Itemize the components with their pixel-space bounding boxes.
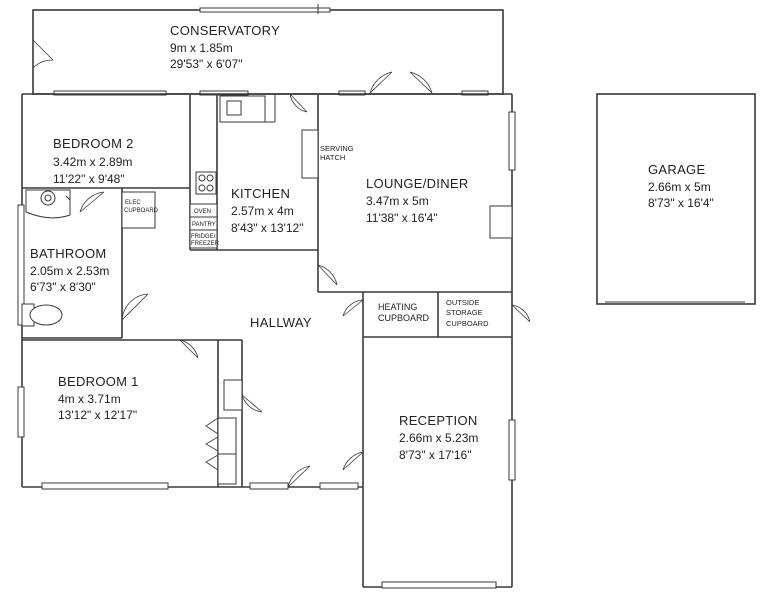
bedroom1-name: BEDROOM 1 xyxy=(58,374,139,389)
reception-metric: 2.66m x 5.23m xyxy=(399,431,478,445)
outside-storage-label-2: STORAGE xyxy=(446,308,483,317)
elec-cupboard-label-1: ELEC xyxy=(125,200,141,206)
pantry-label: PANTRY xyxy=(192,222,216,228)
bedroom1-imperial: 13'12" x 12'17" xyxy=(58,408,137,422)
bathroom-metric: 2.05m x 2.53m xyxy=(30,264,109,278)
bedroom2-imperial: 11'22" x 9'48" xyxy=(53,172,125,186)
garage-metric: 2.66m x 5m xyxy=(648,180,711,194)
lounge-name: LOUNGE/DINER xyxy=(366,176,469,191)
windows xyxy=(17,111,516,589)
garage xyxy=(596,93,756,305)
room-labels: CONSERVATORY 9m x 1.85m 29'53" x 6'07" B… xyxy=(30,23,714,462)
heating-cupboard-label-2: CUPBOARD xyxy=(378,313,430,323)
garage-name: GARAGE xyxy=(648,162,705,177)
lounge-imperial: 11'38" x 16'4" xyxy=(366,211,438,225)
fixture-labels: SERVING HATCH HEATING CUPBOARD OUTSIDE S… xyxy=(124,144,489,328)
heating-cupboard-label-1: HEATING xyxy=(378,302,417,312)
kitchen-imperial: 8'43" x 13'12" xyxy=(231,221,304,235)
bedroom2-name: BEDROOM 2 xyxy=(53,136,134,151)
fridge-label-1: FRIDGE/ xyxy=(191,234,216,240)
conservatory-name: CONSERVATORY xyxy=(170,23,280,38)
conservatory-window-top xyxy=(199,7,331,13)
fixtures xyxy=(21,94,513,485)
bathroom-name: BATHROOM xyxy=(30,246,107,261)
doors xyxy=(79,93,531,488)
conservatory xyxy=(32,4,504,96)
outside-storage-label-3: CUPBOARD xyxy=(446,319,489,328)
conservatory-imperial: 29'53" x 6'07" xyxy=(170,57,243,71)
outside-storage-label-1: OUTSIDE xyxy=(446,298,479,307)
kitchen-metric: 2.57m x 4m xyxy=(231,204,294,218)
hallway-name: HALLWAY xyxy=(250,315,312,330)
conservatory-metric: 9m x 1.85m xyxy=(170,41,233,55)
fridge-label-2: FREEZER xyxy=(191,241,220,247)
serving-hatch-label-1: SERVING xyxy=(320,144,354,153)
elec-cupboard-label-2: CUPBOARD xyxy=(124,208,159,214)
bedroom1-metric: 4m x 3.71m xyxy=(58,392,121,406)
bedroom2-metric: 3.42m x 2.89m xyxy=(53,155,132,169)
kitchen-name: KITCHEN xyxy=(231,186,290,201)
bathroom-imperial: 6'73" x 8'30" xyxy=(30,280,96,294)
reception-imperial: 8'73" x 17'16" xyxy=(399,448,472,462)
reception-name: RECEPTION xyxy=(399,413,478,428)
garage-imperial: 8'73" x 16'4" xyxy=(648,196,714,210)
oven-label: OVEN xyxy=(194,209,211,215)
serving-hatch-label-2: HATCH xyxy=(320,153,345,162)
lounge-metric: 3.47m x 5m xyxy=(366,194,429,208)
